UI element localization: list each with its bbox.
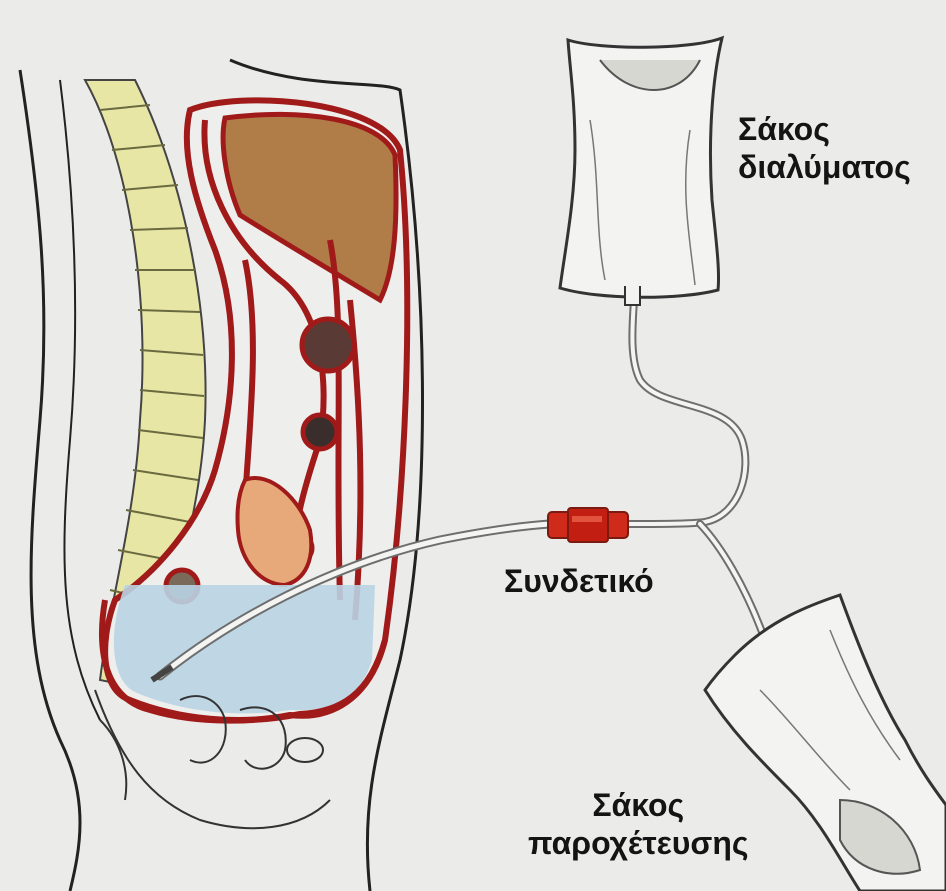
connector-label: Συνδετικό	[504, 562, 654, 600]
connector-icon	[548, 508, 628, 542]
drain-bag-label: Σάκος παροχέτευσης	[528, 786, 749, 862]
solution-bag-label-line2: διαλύματος	[738, 148, 911, 186]
drain-bag-label-line1: Σάκος	[528, 786, 749, 824]
dialysate-fluid	[114, 585, 375, 713]
solution-bag-label: Σάκος διαλύματος	[738, 110, 911, 186]
solution-bag-label-line1: Σάκος	[738, 110, 911, 148]
drain-bag-label-line2: παροχέτευσης	[528, 824, 749, 862]
solution-bag-icon	[560, 38, 722, 305]
